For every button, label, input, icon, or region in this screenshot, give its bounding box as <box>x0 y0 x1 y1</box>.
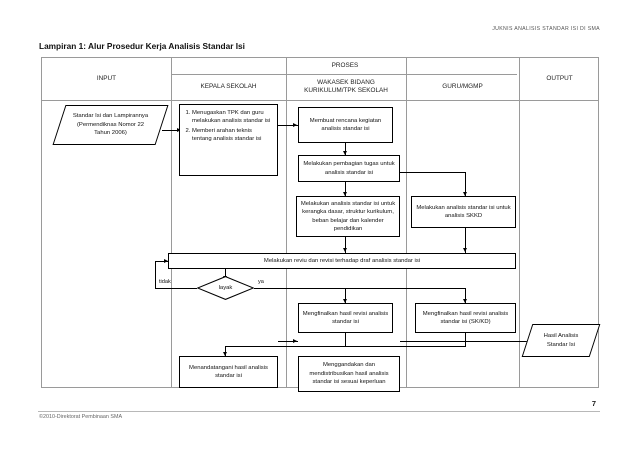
node-decision-layak: layak <box>197 276 254 300</box>
running-header: JUKNIS ANALISIS STANDAR ISI DI SMA <box>492 26 600 32</box>
arrow-analysis-to-review <box>342 248 347 252</box>
arrow-plan-to-divide <box>342 151 347 155</box>
connector-tidak-left <box>155 288 197 289</box>
arrow-sign-to-distribute <box>293 338 297 343</box>
connector-divide-to-skkd-v <box>465 172 466 196</box>
footer-divider <box>38 411 600 412</box>
kepsek-task-1: Menugaskan TPK dan guru melakukan analis… <box>192 109 273 126</box>
connector-down-to-sign <box>225 346 226 356</box>
column-divider-guru <box>519 58 520 387</box>
header-wakasek-line2: KURIKULUM/TPK SEKOLAH <box>304 87 388 94</box>
connector-plan-to-divide <box>345 143 346 155</box>
connector-tidak-into-review <box>155 261 168 262</box>
arrow-skkd-to-review <box>462 248 467 252</box>
connector-input-to-kepsek <box>162 130 180 131</box>
header-wakasek: WAKASEK BIDANG KURIKULUM/TPK SEKOLAH <box>286 74 406 100</box>
arrow-kepsek-to-plan <box>293 122 297 127</box>
arrow-divide-to-skkd <box>462 192 467 196</box>
node-analysis-framework: Melakukan analisis standar isi untuk ker… <box>296 196 400 237</box>
node-kepala-sekolah-tasks: Menugaskan TPK dan guru melakukan analis… <box>179 104 278 176</box>
connector-ya-to-finalize-skkd <box>465 288 466 303</box>
connector-ya-to-finalize-isi <box>345 288 346 303</box>
header-bottom-rule <box>42 100 598 101</box>
header-input: INPUT <box>96 75 117 82</box>
header-guru-mgmp: GURU/MGMP <box>442 83 483 90</box>
flowchart-table: INPUT PROSES KEPALA SEKOLAH WAKASEK BIDA… <box>41 57 601 392</box>
connector-kepsek-to-plan <box>278 125 298 126</box>
kepsek-task-2: Memberi arahan teknis tentang analisis s… <box>192 127 273 144</box>
connector-skkd-to-review <box>465 228 466 253</box>
header-output: OUTPUT <box>546 75 573 82</box>
node-finalize-analysis-isi: Mengfinalkan hasil revisi analisis stand… <box>298 303 393 333</box>
page-title: Lampiran 1: Alur Prosedur Kerja Analisis… <box>39 41 245 51</box>
node-make-plan: Membuat rencana kegiatan analisis standa… <box>298 107 393 143</box>
connector-finalize-isi-down <box>345 333 346 346</box>
connector-tidak-up <box>155 261 156 289</box>
node-analysis-skkd: Melakukan analisis standar isi untuk ana… <box>411 196 516 228</box>
page-number: 7 <box>591 399 596 408</box>
node-finalize-analysis-skkd: Mengfinalkan hasil revisi analisis stand… <box>415 303 516 333</box>
connector-ya-right <box>254 288 465 289</box>
connector-sign-to-distribute <box>278 341 298 342</box>
connector-divide-to-analysis <box>345 182 346 196</box>
connector-review-to-decision <box>225 269 226 280</box>
connector-distribute-to-output <box>400 341 546 342</box>
decision-branch-tidak: tidak <box>159 279 171 285</box>
node-distribute-analysis: Menggandakan dan mendistribusikan hasil … <box>298 356 400 392</box>
arrow-ya-to-finalize-skkd <box>462 299 467 303</box>
header-proses: PROSES <box>331 62 359 69</box>
decision-branch-ya: ya <box>258 279 264 285</box>
header-wakasek-line1: WAKASEK BIDANG <box>317 79 375 86</box>
column-divider-wakasek <box>406 58 407 387</box>
node-divide-tasks: Melakukan pembagian tugas untuk analisis… <box>298 155 400 182</box>
column-divider-input <box>171 58 172 387</box>
connector-finalize-skkd-down <box>465 333 466 346</box>
arrow-divide-to-analysis <box>342 192 347 196</box>
input-document-shape <box>52 105 169 145</box>
output-document-shape <box>521 324 601 357</box>
arrow-ya-to-finalize-isi <box>342 299 347 303</box>
footer-copyright: ©2010-Direktorat Pembinaan SMA <box>39 414 123 420</box>
proses-split-rule <box>171 74 517 75</box>
connector-finalize-isi-left <box>225 346 346 347</box>
column-divider-kepsek <box>286 58 287 387</box>
arrow-tidak-into-review <box>164 258 168 263</box>
node-sign-analysis: Menandatangani hasil analisis standar is… <box>179 356 278 388</box>
arrow-down-to-sign <box>222 352 227 356</box>
connector-finalize-skkd-left <box>345 346 466 347</box>
node-review-revise: Melakukan reviu dan revisi terhadap draf… <box>168 253 516 269</box>
decision-label: layak <box>218 285 233 291</box>
connector-analysis-to-review <box>345 237 346 253</box>
connector-divide-to-skkd-h <box>400 172 466 173</box>
header-kepala-sekolah: KEPALA SEKOLAH <box>200 83 257 90</box>
